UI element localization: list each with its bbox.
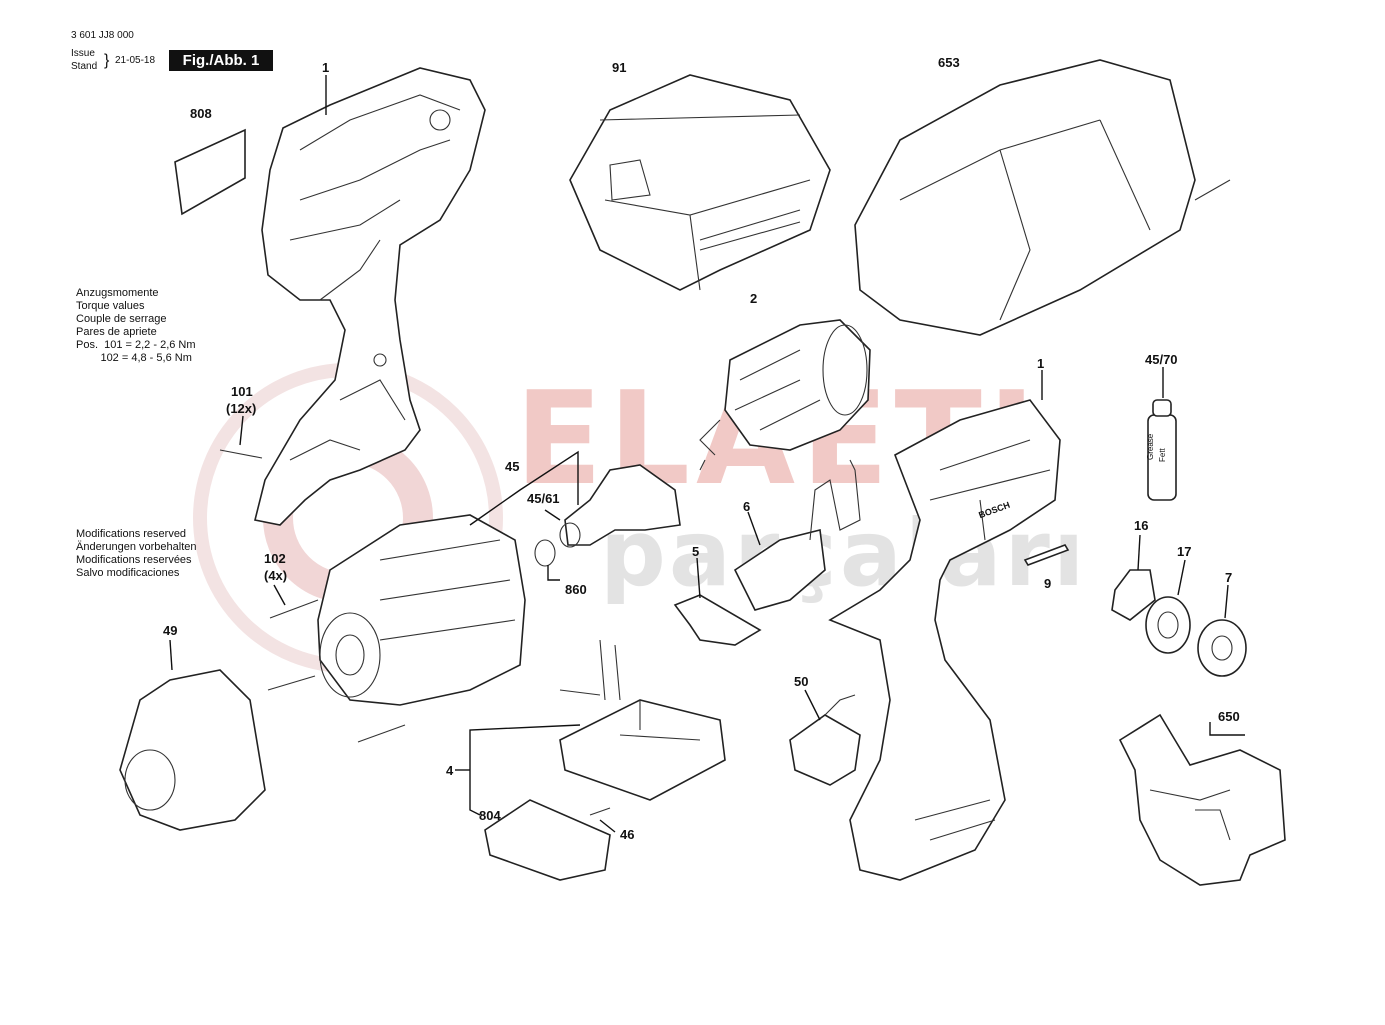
torque-line-2: Torque values xyxy=(76,300,145,312)
part-label-1b: 1 xyxy=(1037,356,1045,371)
part-label-4570: 45/70 xyxy=(1145,352,1178,367)
part-label-860: 860 xyxy=(565,582,587,597)
part-653-charger xyxy=(854,59,1231,336)
torque-line-3: Couple de serrage xyxy=(76,313,167,325)
doc-number: 3 601 JJ8 000 xyxy=(71,30,134,41)
part-4561-spindle xyxy=(559,464,681,548)
part-label-2: 2 xyxy=(750,291,758,306)
part-label-50: 50 xyxy=(794,674,809,689)
part-label-101-qty: (12x) xyxy=(226,401,257,416)
part-label-1a: 1 xyxy=(322,60,330,75)
brace-glyph: } xyxy=(104,52,110,69)
mod-line-1: Modifications reserved xyxy=(76,528,187,540)
part-label-102: 102 xyxy=(264,551,286,566)
part-4570-grease-tube xyxy=(1147,399,1177,501)
part-9-strip xyxy=(1023,544,1070,566)
part-label-804: 804 xyxy=(479,808,501,823)
part-label-45: 45 xyxy=(505,459,520,474)
part-49-boot xyxy=(119,669,266,831)
part-4-electronics xyxy=(559,639,726,801)
fett-text: Fett xyxy=(1158,448,1167,462)
part-17-ring xyxy=(1145,596,1191,654)
part-45-gear-housing xyxy=(317,514,526,706)
part-5-slide xyxy=(673,594,762,646)
part-1-housing-left xyxy=(254,67,486,526)
torque-line-1: Anzugsmomente xyxy=(76,287,159,299)
torque-line-4: Pares de apriete xyxy=(76,326,157,338)
mod-line-2: Änderungen vorbehalten xyxy=(76,541,197,553)
part-101-screw xyxy=(219,449,263,459)
part-label-102-qty: (4x) xyxy=(264,568,288,583)
part-label-7: 7 xyxy=(1225,570,1233,585)
stand-label: Stand xyxy=(71,61,98,72)
part-label-46: 46 xyxy=(620,827,635,842)
grease-text: Grease xyxy=(1146,433,1155,460)
part-2-motor xyxy=(699,319,871,471)
part-label-91: 91 xyxy=(612,60,627,75)
part-7-cap xyxy=(1197,619,1247,677)
part-860-ring xyxy=(534,539,556,567)
part-label-653: 653 xyxy=(938,55,960,70)
part-650-belt-clip xyxy=(1118,713,1286,886)
part-91-battery xyxy=(569,74,831,291)
part-label-6: 6 xyxy=(743,499,751,514)
part-label-49: 49 xyxy=(163,623,178,638)
issue-label: Issue xyxy=(71,48,95,59)
part-label-101: 101 xyxy=(231,384,253,399)
part-46-spring xyxy=(589,807,611,816)
torque-line-5: Pos. 101 = 2,2 - 2,6 Nm xyxy=(76,339,196,351)
part-1-housing-right xyxy=(828,399,1061,881)
part-label-650: 650 xyxy=(1218,709,1240,724)
part-50-board xyxy=(789,694,861,786)
part-label-5: 5 xyxy=(692,544,700,559)
part-808-label-plate xyxy=(174,128,246,216)
part-16-clip xyxy=(1111,569,1156,621)
part-label-4561: 45/61 xyxy=(527,491,560,506)
part-804-cover xyxy=(484,799,611,881)
torque-line-6: 102 = 4,8 - 5,6 Nm xyxy=(76,352,192,364)
part-label-4: 4 xyxy=(446,763,454,778)
part-6-switch xyxy=(733,459,861,611)
issue-date: 21-05-18 xyxy=(115,55,156,66)
part-102-screws xyxy=(267,599,406,743)
mod-line-3: Modifications reservées xyxy=(76,554,192,566)
figure-label: Fig./Abb. 1 xyxy=(169,50,273,71)
part-label-17: 17 xyxy=(1177,544,1192,559)
part-label-16: 16 xyxy=(1134,518,1149,533)
part-label-808: 808 xyxy=(190,106,212,121)
part-label-9: 9 xyxy=(1044,576,1052,591)
mod-line-4: Salvo modificaciones xyxy=(76,567,180,579)
